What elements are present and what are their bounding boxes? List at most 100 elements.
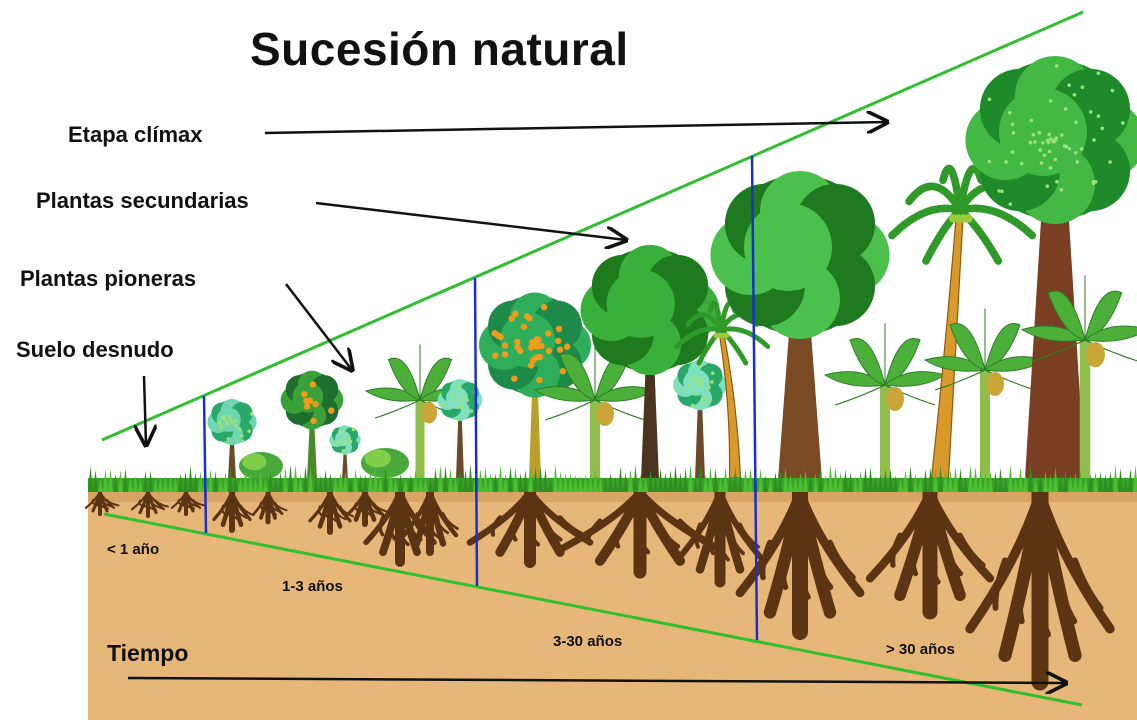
tree-trunk [456,412,464,480]
leaf-speck [457,398,462,402]
tree-trunk [778,303,822,480]
grass-blade [973,466,978,492]
grass-blade [118,469,123,492]
label-pioneer-plants: Plantas pioneras [20,266,197,291]
root-branch [942,540,964,577]
grass-blade [1133,465,1137,492]
canopy-highlight [500,312,555,368]
grass-blade [243,467,248,492]
grass-blade [838,472,843,492]
grass-blade [108,469,113,492]
banana-leaf [834,384,886,406]
grass-blade [653,475,658,492]
root-branch [510,520,518,542]
fruit [559,368,567,375]
grass-blade [448,468,453,492]
grass-blade [588,473,593,492]
leaf-speck [462,394,467,399]
root-branch [1037,584,1051,638]
fruit [492,352,499,359]
canopy-highlight [606,269,675,338]
grass-blade [938,466,943,492]
leaf-speck [1059,188,1064,192]
grass-blade [1008,464,1013,492]
grass-blade [438,464,443,492]
palm-frond [956,206,1003,265]
grass-blade [683,467,688,492]
grass-blade [433,468,438,492]
tree-trunk [228,435,236,480]
leaf-speck [465,398,469,403]
leaf-speck [230,421,235,425]
banana-leaf [1047,290,1086,341]
grass-blade [338,472,343,492]
root-branch [780,549,789,590]
leaf-speck [1049,137,1053,141]
grass-blade [263,477,268,492]
fruit [301,391,308,398]
leaf-speck [700,379,704,384]
leaf-speck [1054,64,1059,68]
root-branch [614,524,623,549]
fruit [511,375,518,382]
grass-blade [1018,466,1023,492]
papaya-tree [280,370,344,480]
leaf-speck [339,429,343,434]
grass-blade [713,468,718,492]
grass-blade [413,469,418,492]
root-branch [338,505,355,518]
grass-blade [193,472,198,492]
leaf-speck [1033,140,1037,144]
grass-blade [333,476,338,492]
leaf-speck [441,402,446,407]
palm-frond [922,206,964,265]
leaf-speck [690,377,695,382]
coconut [723,332,730,339]
leaf-speck [1053,138,1057,143]
grass-blade [498,464,503,492]
arrow-time [127,678,1066,683]
grass-blade [933,468,938,492]
fruit [312,400,319,408]
fruit [536,376,543,384]
root-branch [890,532,903,568]
grass-blade [833,466,838,492]
grass-blade [698,464,703,492]
arrow-pioneer [285,283,352,370]
grass-blade [878,474,883,492]
grass-blade [383,467,388,492]
grass-blade [283,467,288,492]
leaf-speck [1110,88,1115,93]
grass-blade [1023,471,1028,492]
grass-blade [803,469,808,492]
leaf-speck [1042,153,1047,158]
arrow-bare-soil [144,375,146,445]
banana-leaf [849,338,886,386]
fruit [536,353,544,361]
grass-blade [1013,476,1018,492]
grass-blade [728,476,733,492]
banana-bunch [420,401,438,424]
grass-blade [393,477,398,492]
grass-blade [1003,477,1008,492]
leaf-speck [223,418,227,422]
root-branch [812,549,834,590]
grass-blade [783,467,788,492]
grass-blade [293,464,298,492]
grass-blade [1103,474,1108,492]
grass-blade [613,476,618,492]
grass-blade [328,473,333,492]
root-strand [795,487,865,598]
grass-blade [348,477,353,492]
root-branch [1016,570,1026,625]
grass-blade [908,465,913,492]
fruit [520,323,528,331]
tree-trunk [529,375,541,480]
leaf-speck [226,436,231,441]
grass-blade [93,470,98,492]
grass-blade [953,466,958,492]
fruit [555,337,562,345]
grass-blade [1063,468,1068,492]
fruit [516,347,524,355]
grass-blade [583,474,588,492]
